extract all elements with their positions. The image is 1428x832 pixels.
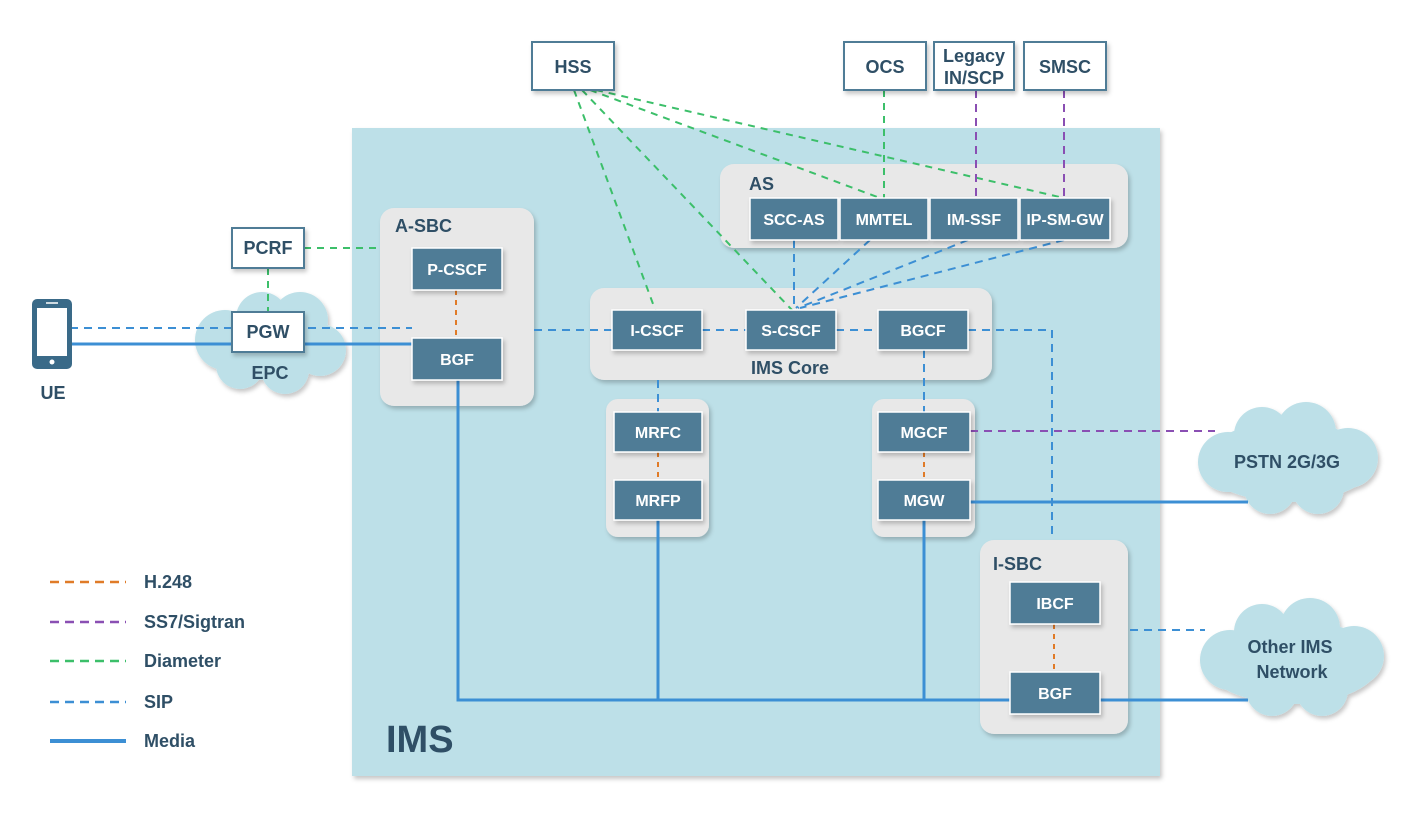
scc-as-node[interactable]: SCC-AS bbox=[749, 197, 839, 241]
epc-label: EPC bbox=[251, 363, 288, 383]
diameter-line-hss-ipsmgw bbox=[595, 89, 1065, 199]
diameter-line-hss-icscf bbox=[573, 89, 657, 313]
legacy-label-line2: IN/SCP bbox=[944, 68, 1004, 88]
ibcf-node[interactable]: IBCF bbox=[1009, 581, 1101, 625]
mgw-label: MGW bbox=[904, 493, 946, 510]
mrfc-label: MRFC bbox=[635, 425, 682, 442]
legacy-in-scp-box[interactable]: Legacy IN/SCP bbox=[933, 41, 1015, 91]
legend: H.248 SS7/Sigtran Diameter SIP Media bbox=[50, 572, 245, 751]
mrfp-node[interactable]: MRFP bbox=[613, 479, 703, 521]
bgcf-label: BGCF bbox=[900, 323, 946, 340]
scc-as-label: SCC-AS bbox=[763, 212, 825, 229]
ocs-box[interactable]: OCS bbox=[843, 41, 927, 91]
mgcf-label: MGCF bbox=[900, 425, 947, 442]
legend-ss7-label: SS7/Sigtran bbox=[144, 612, 245, 632]
ims-label: IMS bbox=[386, 719, 454, 761]
hss-box[interactable]: HSS bbox=[531, 41, 615, 91]
p-cscf-label: P-CSCF bbox=[427, 262, 487, 279]
legend-media-label: Media bbox=[144, 731, 196, 751]
sip-line-imssf-scscf bbox=[797, 239, 969, 309]
ibcf-label: IBCF bbox=[1036, 596, 1074, 613]
sip-line-mmtel-scscf bbox=[795, 239, 871, 309]
hss-label: HSS bbox=[554, 57, 591, 77]
legend-diameter-label: Diameter bbox=[144, 651, 221, 671]
smsc-box[interactable]: SMSC bbox=[1023, 41, 1107, 91]
mmtel-node[interactable]: MMTEL bbox=[839, 197, 929, 241]
other-ims-label-line1: Other IMS bbox=[1247, 637, 1332, 657]
phone-icon[interactable] bbox=[32, 299, 72, 369]
pcrf-label: PCRF bbox=[244, 238, 293, 258]
ue-label: UE bbox=[40, 383, 65, 403]
legend-sip-label: SIP bbox=[144, 692, 173, 712]
mrfc-node[interactable]: MRFC bbox=[613, 411, 703, 453]
sip-line-ipsmgw-scscf bbox=[799, 239, 1065, 309]
bgf-i-label: BGF bbox=[1038, 686, 1072, 703]
sip-line-bgcf-isbc bbox=[968, 329, 1053, 540]
bgf-a-label: BGF bbox=[440, 352, 474, 369]
pstn-label: PSTN 2G/3G bbox=[1234, 452, 1340, 472]
mmtel-label: MMTEL bbox=[856, 212, 913, 229]
as-group-label: AS bbox=[749, 174, 774, 194]
bgf-a-node[interactable]: BGF bbox=[411, 337, 503, 381]
mrfp-label: MRFP bbox=[635, 493, 681, 510]
diameter-line-hss-scscf bbox=[581, 89, 793, 311]
ip-sm-gw-node[interactable]: IP-SM-GW bbox=[1019, 197, 1111, 241]
legend-h248-label: H.248 bbox=[144, 572, 192, 592]
bgcf-node[interactable]: BGCF bbox=[877, 309, 969, 351]
im-ssf-label: IM-SSF bbox=[947, 212, 1001, 229]
p-cscf-node[interactable]: P-CSCF bbox=[411, 247, 503, 291]
ims-core-label: IMS Core bbox=[751, 358, 829, 378]
im-ssf-node[interactable]: IM-SSF bbox=[929, 197, 1019, 241]
pgw-box[interactable]: PGW bbox=[231, 311, 305, 353]
i-cscf-node[interactable]: I-CSCF bbox=[611, 309, 703, 351]
pstn-cloud bbox=[1198, 402, 1378, 514]
asbc-group-label: A-SBC bbox=[395, 216, 452, 236]
pgw-label: PGW bbox=[247, 322, 290, 342]
isbc-group-label: I-SBC bbox=[993, 554, 1042, 574]
s-cscf-node[interactable]: S-CSCF bbox=[745, 309, 837, 351]
mgcf-node[interactable]: MGCF bbox=[877, 411, 971, 453]
mgw-node[interactable]: MGW bbox=[877, 479, 971, 521]
smsc-label: SMSC bbox=[1039, 57, 1091, 77]
i-cscf-label: I-CSCF bbox=[630, 323, 684, 340]
pcrf-box[interactable]: PCRF bbox=[231, 227, 305, 269]
other-ims-cloud bbox=[1200, 598, 1384, 716]
other-ims-label-line2: Network bbox=[1256, 662, 1328, 682]
ocs-label: OCS bbox=[865, 57, 904, 77]
ip-sm-gw-label: IP-SM-GW bbox=[1026, 212, 1104, 229]
legacy-label-line1: Legacy bbox=[943, 46, 1005, 66]
s-cscf-label: S-CSCF bbox=[761, 323, 821, 340]
bgf-i-node[interactable]: BGF bbox=[1009, 671, 1101, 715]
media-line-bgf-bus bbox=[456, 380, 1010, 702]
